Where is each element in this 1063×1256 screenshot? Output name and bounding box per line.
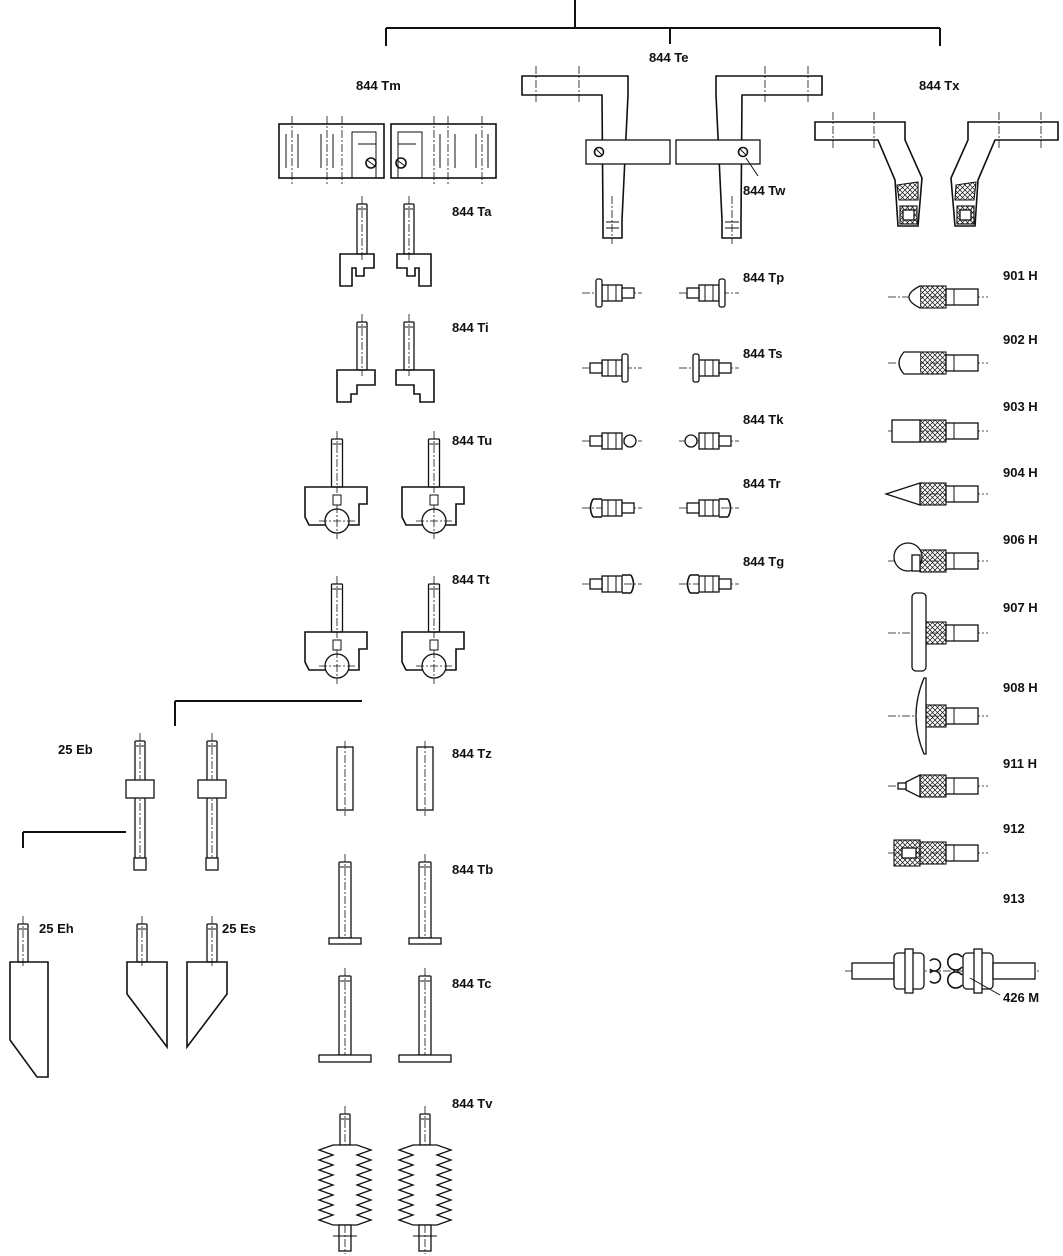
tip-h911-7 — [888, 773, 988, 799]
tip-h902-1 — [888, 351, 988, 375]
insert-tz-1 — [416, 741, 434, 816]
label-tw: 844 Tw — [743, 183, 786, 198]
knurled-tip-icon — [919, 774, 947, 798]
insert-small-ts-3 — [679, 353, 739, 383]
label-ts: 844 Ts — [743, 346, 783, 361]
insert-small-tr-7 — [679, 498, 739, 518]
bellows-icon — [317, 1106, 373, 1254]
label-912: 912 — [1003, 821, 1025, 836]
insert-tt-0 — [304, 576, 368, 684]
label-908h: 908 H — [1003, 680, 1038, 695]
label-eh: 25 Eh — [39, 921, 74, 936]
label-tt: 844 Tt — [452, 572, 490, 587]
knurled-tip-icon — [919, 549, 947, 573]
inserts-middle-column — [582, 278, 739, 594]
insert-tb-1 — [408, 854, 442, 945]
label-tz: 844 Tz — [452, 746, 492, 761]
label-tr: 844 Tr — [743, 476, 781, 491]
knurled-tip-icon — [919, 285, 947, 309]
insert-small-tk-5 — [679, 432, 739, 450]
insert-small-tg-8 — [582, 574, 642, 594]
label-tg: 844 Tg — [743, 554, 784, 569]
insert-small-ts-2 — [582, 353, 642, 383]
label-902h: 902 H — [1003, 332, 1038, 347]
tip-h906-4 — [888, 542, 988, 573]
label-tu: 844 Tu — [452, 433, 492, 448]
label-tx: 844 Tx — [919, 78, 960, 93]
holder-block-tm — [278, 116, 497, 186]
insert-tu-1 — [401, 431, 465, 539]
insert-ta-0 — [339, 196, 375, 287]
holder-bracket-te-right — [675, 66, 823, 244]
label-906h: 906 H — [1003, 532, 1038, 547]
tip-h912-8 — [888, 839, 988, 867]
tree-lines — [22, 0, 941, 848]
knurled-tip-icon — [919, 482, 947, 506]
insert-eb-1 — [197, 733, 227, 871]
label-ti: 844 Ti — [452, 320, 489, 335]
label-907h: 907 H — [1003, 600, 1038, 615]
insert-tb-0 — [328, 854, 362, 945]
label-911h: 911 H — [1003, 756, 1037, 771]
tip-913-pair — [845, 948, 1040, 994]
inserts-lower-left — [9, 733, 453, 1254]
insert-es-1 — [186, 916, 228, 1050]
tip-h904-3 — [883, 482, 988, 506]
insert-small-tp-1 — [679, 278, 739, 308]
insert-ti-0 — [336, 314, 376, 403]
tip-h901-0 — [888, 285, 988, 309]
insert-tu-0 — [304, 431, 368, 539]
insert-small-tr-6 — [582, 498, 642, 518]
label-eb: 25 Eb — [58, 742, 93, 757]
label-te: 844 Te — [649, 50, 689, 65]
labels: 844 Te 844 Tm 844 Tx 844 Tw 844 Ta 844 T… — [39, 50, 1039, 1111]
tip-h908-6 — [888, 677, 988, 755]
label-ta: 844 Ta — [452, 204, 492, 219]
tip-h907-5 — [888, 592, 988, 672]
label-tb: 844 Tb — [452, 862, 493, 877]
label-tc: 844 Tc — [452, 976, 492, 991]
insert-small-tg-9 — [679, 574, 739, 594]
label-tm: 844 Tm — [356, 78, 401, 93]
holder-bracket-te-left — [521, 66, 671, 244]
label-tk: 844 Tk — [743, 412, 784, 427]
label-tp: 844 Tp — [743, 270, 784, 285]
insert-small-tp-0 — [582, 278, 642, 308]
insert-tc-1 — [398, 968, 452, 1063]
insert-es-0 — [126, 916, 168, 1050]
label-es: 25 Es — [222, 921, 256, 936]
inserts-right-column — [845, 285, 1040, 994]
insert-tz-0 — [336, 741, 354, 816]
knurled-tip-icon — [919, 841, 947, 865]
label-913: 913 — [1003, 891, 1025, 906]
label-904h: 904 H — [1003, 465, 1038, 480]
label-tv: 844 Tv — [452, 1096, 493, 1111]
insert-ti-1 — [395, 314, 435, 403]
label-903h: 903 H — [1003, 399, 1038, 414]
insert-eh — [9, 916, 49, 1078]
tip-h903-2 — [888, 419, 988, 443]
insert-eb-0 — [125, 733, 155, 871]
holder-bracket-tx-right — [950, 112, 1059, 227]
label-426m: 426 M — [1003, 990, 1039, 1005]
insert-tt-1 — [401, 576, 465, 684]
insert-tc-0 — [318, 968, 372, 1063]
inserts-left-column — [304, 196, 465, 684]
insert-small-tk-4 — [582, 432, 642, 450]
knurled-tip-icon — [919, 419, 947, 443]
holder-bracket-tx-left — [814, 112, 923, 227]
knurled-tip-icon — [919, 351, 947, 375]
label-901h: 901 H — [1003, 268, 1038, 283]
insert-ta-1 — [396, 196, 432, 287]
bellows-icon — [397, 1106, 453, 1254]
